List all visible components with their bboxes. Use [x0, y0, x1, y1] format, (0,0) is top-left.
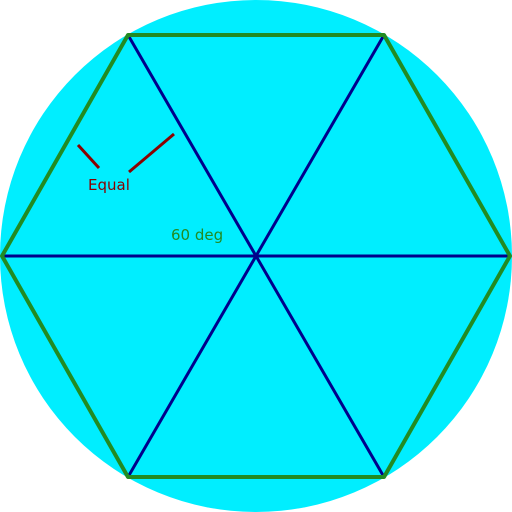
spoke-upper-right-lower-left [126, 34, 386, 478]
equal-tick-marks [76, 132, 175, 174]
equal-label: Equal [88, 176, 130, 194]
tick-mark-right [128, 132, 175, 174]
angle-label: 60 deg [171, 226, 223, 244]
spokes [2, 34, 510, 478]
tick-mark-left [76, 143, 101, 170]
hexagon-outline [0, 33, 512, 479]
